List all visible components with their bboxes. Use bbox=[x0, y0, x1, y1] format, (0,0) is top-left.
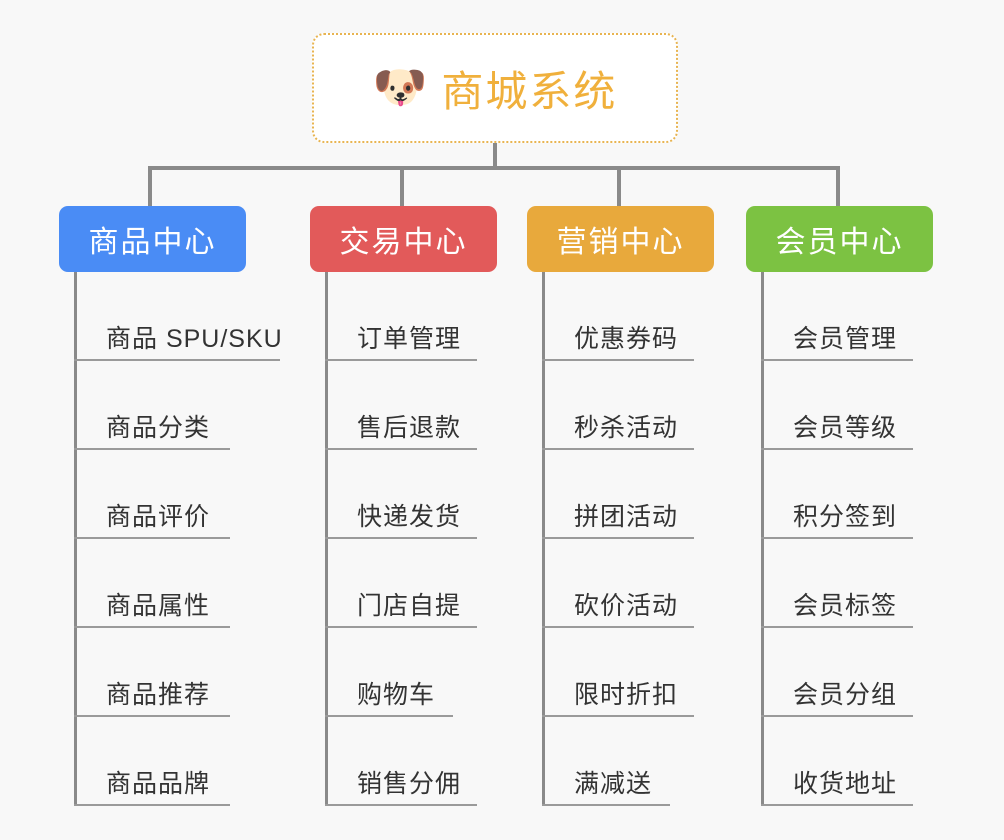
list-item[interactable]: 订单管理 bbox=[310, 272, 534, 361]
list-item[interactable]: 商品推荐 bbox=[59, 628, 299, 717]
list-item[interactable]: 会员标签 bbox=[746, 539, 968, 628]
leaf-trunk-connector bbox=[542, 272, 545, 806]
leaf-label: 会员标签 bbox=[793, 592, 898, 620]
branch-drop-connector-2 bbox=[400, 166, 404, 208]
leaf-rule bbox=[761, 804, 913, 806]
list-item[interactable]: 商品品牌 bbox=[59, 717, 299, 806]
leaf-label: 限时折扣 bbox=[574, 681, 679, 709]
leaf-label: 商品 SPU/SKU bbox=[106, 325, 283, 353]
list-item[interactable]: 销售分佣 bbox=[310, 717, 534, 806]
branch-drop-connector-3 bbox=[617, 166, 621, 208]
leaf-label: 会员管理 bbox=[793, 325, 898, 353]
branch-drop-connector-4 bbox=[836, 166, 840, 208]
leaf-label: 订单管理 bbox=[357, 325, 462, 353]
list-item[interactable]: 购物车 bbox=[310, 628, 534, 717]
list-item[interactable]: 售后退款 bbox=[310, 361, 534, 450]
leaf-rule bbox=[325, 804, 477, 806]
leaf-label: 门店自提 bbox=[357, 592, 462, 620]
leaf-label: 购物车 bbox=[357, 681, 436, 709]
category-header-member[interactable]: 会员中心 bbox=[746, 206, 933, 272]
leaf-trunk-connector bbox=[325, 272, 328, 806]
category-header-product[interactable]: 商品中心 bbox=[59, 206, 246, 272]
list-item[interactable]: 快递发货 bbox=[310, 450, 534, 539]
list-item[interactable]: 商品属性 bbox=[59, 539, 299, 628]
leaf-list-trade: 订单管理 售后退款 快递发货 门店自提 购物车 销售分佣 bbox=[310, 272, 534, 806]
leaf-rule bbox=[761, 448, 913, 450]
leaf-rule bbox=[74, 448, 230, 450]
branch-bus-connector bbox=[150, 166, 838, 170]
leaf-label: 商品品牌 bbox=[106, 770, 211, 798]
leaf-list-member: 会员管理 会员等级 积分签到 会员标签 会员分组 收货地址 bbox=[746, 272, 968, 806]
leaf-label: 收货地址 bbox=[793, 770, 898, 798]
list-item[interactable]: 会员分组 bbox=[746, 628, 968, 717]
leaf-list-product: 商品 SPU/SKU 商品分类 商品评价 商品属性 商品推荐 商品品牌 bbox=[59, 272, 299, 806]
leaf-rule bbox=[761, 626, 913, 628]
leaf-label: 拼团活动 bbox=[574, 503, 679, 531]
leaf-label: 积分签到 bbox=[793, 503, 898, 531]
leaf-rule bbox=[74, 626, 230, 628]
list-item[interactable]: 拼团活动 bbox=[527, 450, 749, 539]
list-item[interactable]: 门店自提 bbox=[310, 539, 534, 628]
list-item[interactable]: 会员管理 bbox=[746, 272, 968, 361]
leaf-rule bbox=[542, 715, 694, 717]
list-item[interactable]: 商品分类 bbox=[59, 361, 299, 450]
leaf-label: 商品属性 bbox=[106, 592, 211, 620]
leaf-rule bbox=[74, 359, 280, 361]
leaf-rule bbox=[542, 804, 670, 806]
leaf-rule bbox=[542, 448, 694, 450]
leaf-rule bbox=[761, 537, 913, 539]
leaf-rule bbox=[325, 626, 477, 628]
category-header-trade[interactable]: 交易中心 bbox=[310, 206, 497, 272]
leaf-rule bbox=[761, 715, 913, 717]
leaf-label: 砍价活动 bbox=[574, 592, 679, 620]
leaf-label: 商品评价 bbox=[106, 503, 211, 531]
leaf-label: 会员等级 bbox=[793, 414, 898, 442]
leaf-rule bbox=[325, 537, 477, 539]
leaf-label: 秒杀活动 bbox=[574, 414, 679, 442]
list-item[interactable]: 积分签到 bbox=[746, 450, 968, 539]
leaf-label: 销售分佣 bbox=[357, 770, 462, 798]
branch-column-product: 商品中心 商品 SPU/SKU 商品分类 商品评价 商品属性 商品推荐 bbox=[59, 206, 299, 806]
leaf-trunk-connector bbox=[74, 272, 77, 806]
leaf-label: 商品推荐 bbox=[106, 681, 211, 709]
root-stem-connector bbox=[493, 143, 497, 170]
branch-column-marketing: 营销中心 优惠券码 秒杀活动 拼团活动 砍价活动 限时折扣 bbox=[527, 206, 749, 806]
leaf-label: 商品分类 bbox=[106, 414, 211, 442]
list-item[interactable]: 满减送 bbox=[527, 717, 749, 806]
list-item[interactable]: 秒杀活动 bbox=[527, 361, 749, 450]
list-item[interactable]: 商品 SPU/SKU bbox=[59, 272, 299, 361]
leaf-rule bbox=[542, 537, 694, 539]
branch-column-member: 会员中心 会员管理 会员等级 积分签到 会员标签 会员分组 bbox=[746, 206, 968, 806]
leaf-rule bbox=[542, 359, 694, 361]
leaf-rule bbox=[325, 359, 477, 361]
leaf-label: 会员分组 bbox=[793, 681, 898, 709]
leaf-label: 优惠券码 bbox=[574, 325, 679, 353]
leaf-rule bbox=[325, 715, 453, 717]
list-item[interactable]: 限时折扣 bbox=[527, 628, 749, 717]
branch-column-trade: 交易中心 订单管理 售后退款 快递发货 门店自提 购物车 bbox=[310, 206, 534, 806]
leaf-rule bbox=[74, 804, 230, 806]
leaf-trunk-connector bbox=[761, 272, 764, 806]
list-item[interactable]: 砍价活动 bbox=[527, 539, 749, 628]
list-item[interactable]: 会员等级 bbox=[746, 361, 968, 450]
leaf-rule bbox=[761, 359, 913, 361]
list-item[interactable]: 优惠券码 bbox=[527, 272, 749, 361]
leaf-rule bbox=[542, 626, 694, 628]
leaf-label: 售后退款 bbox=[357, 414, 462, 442]
list-item[interactable]: 收货地址 bbox=[746, 717, 968, 806]
category-header-marketing[interactable]: 营销中心 bbox=[527, 206, 714, 272]
root-node[interactable]: 🐶 商城系统 bbox=[312, 33, 678, 143]
root-title: 商城系统 bbox=[441, 67, 618, 115]
leaf-rule bbox=[325, 448, 477, 450]
list-item[interactable]: 商品评价 bbox=[59, 450, 299, 539]
leaf-label: 快递发货 bbox=[357, 503, 462, 531]
leaf-rule bbox=[74, 537, 230, 539]
leaf-label: 满减送 bbox=[574, 770, 653, 798]
branch-drop-connector-1 bbox=[148, 166, 152, 208]
leaf-list-marketing: 优惠券码 秒杀活动 拼团活动 砍价活动 限时折扣 满减送 bbox=[527, 272, 749, 806]
leaf-rule bbox=[74, 715, 230, 717]
dog-face-emoji: 🐶 bbox=[372, 63, 428, 112]
